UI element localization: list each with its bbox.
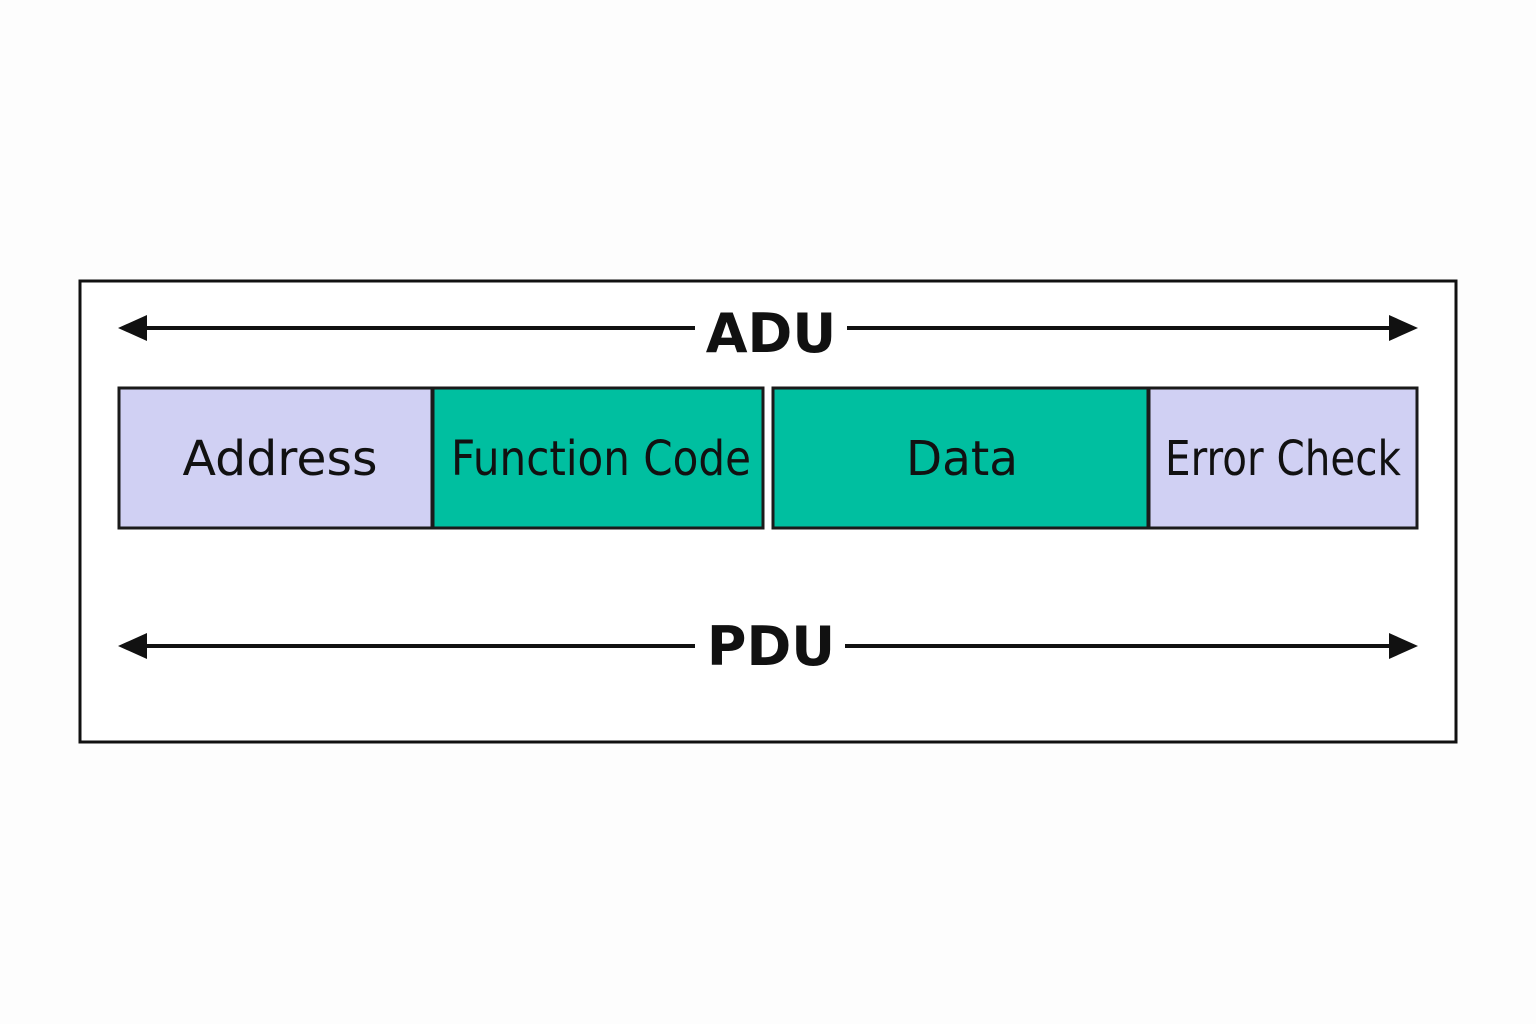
adu-arrow-head-left [118, 315, 147, 341]
adu-span-arrow: ADU [118, 302, 1418, 365]
field-address-box [117, 386, 434, 530]
field-error-check-label: Error Check [1165, 431, 1401, 487]
field-error-check-box [1147, 386, 1419, 530]
pdu-arrow-head-left [118, 633, 147, 659]
field-row: Address Function Code Data Error Check [117, 386, 1419, 530]
pdu-arrow-head-right [1389, 633, 1418, 659]
pdu-span-arrow: PDU [118, 615, 1418, 678]
adu-arrow-head-right [1389, 315, 1418, 341]
field-data-label: Data [906, 431, 1018, 487]
field-function-code-box [431, 386, 765, 530]
field-data-box [771, 386, 1150, 530]
adu-label: ADU [706, 302, 836, 365]
field-function-code-label: Function Code [451, 431, 751, 487]
field-address-label: Address [183, 431, 378, 487]
pdu-label: PDU [707, 615, 835, 678]
